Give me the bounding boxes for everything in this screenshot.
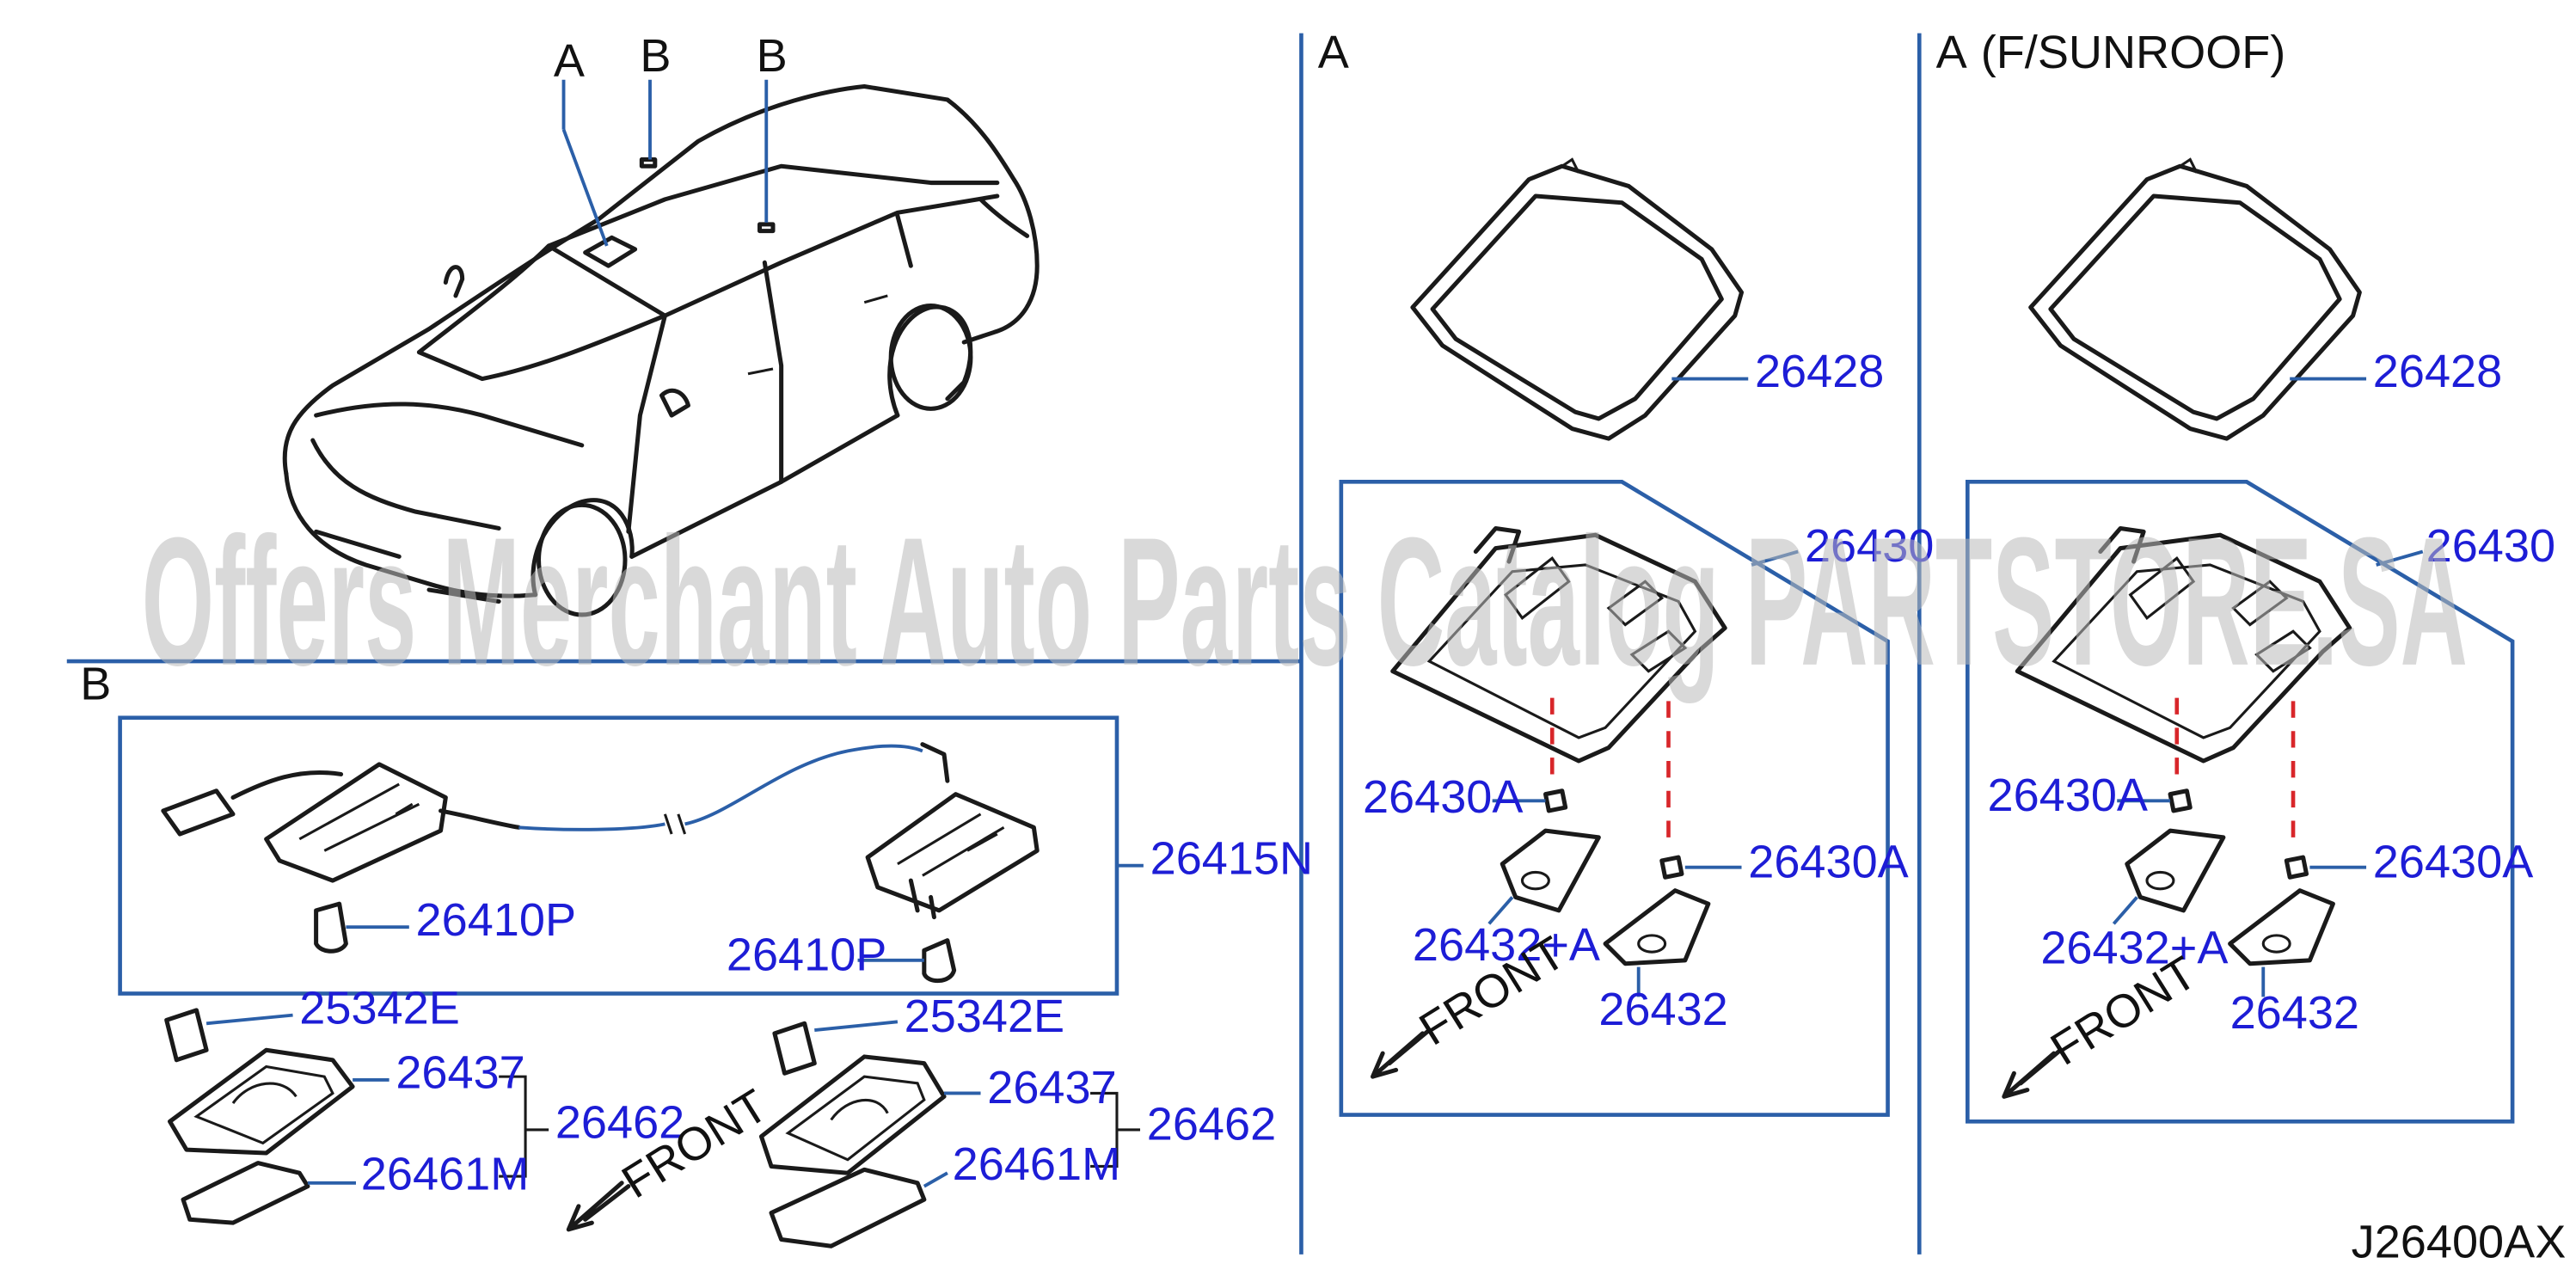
- section-a-sunroof-title: A: [1936, 27, 1967, 78]
- harness-assy-frame: [118, 715, 1119, 996]
- callout-b-front: B: [640, 30, 671, 82]
- diagram-code: J26400AX: [2352, 1217, 2567, 1268]
- section-a-sunroof-part-26428[interactable]: 26428: [2373, 346, 2502, 397]
- section-a-sunroof-part-26432[interactable]: 26432: [2230, 987, 2359, 1039]
- part-26437-left[interactable]: 26437: [396, 1047, 524, 1099]
- part-26415n[interactable]: 26415N: [1150, 832, 1314, 884]
- section-a-lamp-drawing: [1390, 525, 1799, 997]
- map-lamp-housing-right-drawing: [758, 1020, 1141, 1248]
- map-lamp-harness-drawing: [161, 742, 1144, 984]
- section-a-sunroof-lamp-drawing: [2015, 525, 2424, 997]
- part-26462-left[interactable]: 26462: [555, 1097, 684, 1149]
- part-26461m-left[interactable]: 26461M: [361, 1149, 529, 1200]
- section-a-sunroof-bezel-drawing: [2028, 157, 2367, 441]
- section-a-part-26430a-upper[interactable]: 26430A: [1363, 771, 1524, 823]
- part-26410p-right[interactable]: 26410P: [727, 929, 887, 980]
- front-arrow-icon: [566, 1181, 631, 1232]
- part-25342e-left[interactable]: 25342E: [299, 982, 460, 1034]
- section-a-sunroof-part-26430a-lower[interactable]: 26430A: [2373, 836, 2534, 887]
- part-26437-right[interactable]: 26437: [987, 1062, 1116, 1113]
- section-a-sunroof-front-arrow-icon: [2002, 1047, 2064, 1099]
- section-a-part-26428[interactable]: 26428: [1755, 346, 1884, 397]
- section-a-sunroof-part-26430a-upper[interactable]: 26430A: [1987, 770, 2148, 821]
- section-a-sunroof-part-26432a[interactable]: 26432+A: [2040, 923, 2228, 974]
- vehicle-overview-drawing: [282, 79, 1040, 617]
- watermark-text: Offers Merchant Auto Parts Catalog PARTS…: [142, 500, 2468, 704]
- section-a-part-26432[interactable]: 26432: [1598, 984, 1727, 1035]
- section-a-part-26432a[interactable]: 26432+A: [1413, 919, 1600, 971]
- part-26410p-left[interactable]: 26410P: [416, 894, 577, 946]
- callout-a: A: [554, 35, 585, 87]
- section-a-sunroof-assy-frame: [1965, 480, 2515, 1124]
- callout-b-rear: B: [757, 30, 788, 82]
- part-26461m-right[interactable]: 26461M: [953, 1138, 1120, 1190]
- section-a-title: A: [1318, 27, 1349, 78]
- section-a-part-26430[interactable]: 26430: [1805, 520, 1934, 572]
- section-b-title: B: [80, 658, 111, 709]
- part-25342e-right[interactable]: 25342E: [905, 991, 1065, 1042]
- section-a-assy-frame: [1339, 480, 1890, 1117]
- map-lamp-housing-left-drawing: [164, 1008, 549, 1225]
- section-a-front-arrow-icon: [1371, 1028, 1432, 1079]
- section-a-sunroof-qualifier: (F/SUNROOF): [1981, 27, 2286, 78]
- section-dividers: [66, 33, 1922, 1255]
- section-a-part-26430a-lower[interactable]: 26430A: [1748, 836, 1909, 887]
- section-a-sunroof-part-26430[interactable]: 26430: [2426, 520, 2555, 572]
- section-a-bezel-drawing: [1410, 157, 1749, 441]
- part-26462-right[interactable]: 26462: [1147, 1099, 1276, 1150]
